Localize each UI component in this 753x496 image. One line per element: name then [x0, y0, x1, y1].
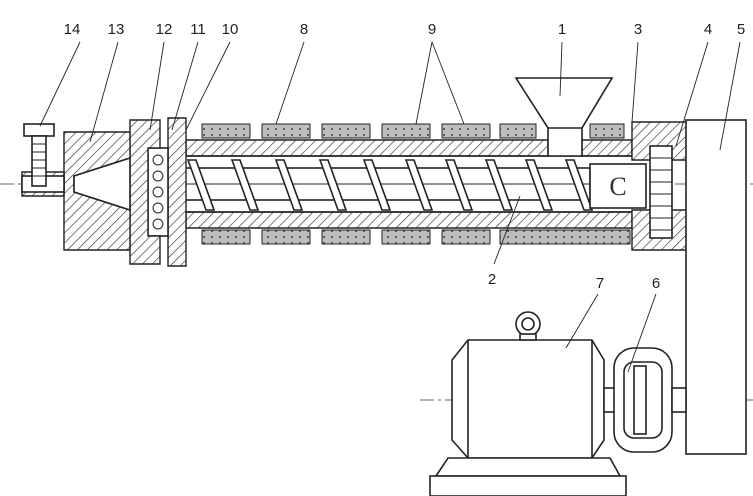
- motor: [429, 311, 627, 496]
- screw-flights: [186, 159, 594, 211]
- gearbox: [685, 119, 747, 455]
- heater-bottom-5: [441, 229, 491, 245]
- heater-bottom-2: [261, 229, 311, 245]
- label-10: 10: [222, 21, 239, 38]
- heater-bands: [201, 123, 631, 245]
- heater-top-3: [321, 123, 371, 139]
- leader-lines: [39, 41, 741, 373]
- label-2: 2: [488, 271, 496, 288]
- label-12: 12: [156, 21, 173, 38]
- heater-top-1: [201, 123, 251, 139]
- heater-bottom-3: [321, 229, 371, 245]
- head-flange: [129, 119, 161, 265]
- screw: C: [171, 159, 647, 211]
- bolt: [23, 123, 55, 187]
- label-14: 14: [64, 21, 81, 38]
- label-6: 6: [652, 275, 660, 292]
- heater-top-5: [441, 123, 491, 139]
- heater-top-2: [261, 123, 311, 139]
- thrust-bearing: [649, 145, 673, 239]
- label-11: 11: [190, 21, 206, 38]
- heater-top-4: [381, 123, 431, 139]
- heater-bottom-4: [381, 229, 431, 245]
- breaker-plate: [147, 117, 187, 267]
- label-7: 7: [596, 275, 604, 292]
- screw-shank: [589, 163, 647, 209]
- heater-top-7: [589, 123, 625, 139]
- label-1: 1: [558, 21, 566, 38]
- label-8: 8: [300, 21, 308, 38]
- coupling: [603, 347, 687, 453]
- label-3: 3: [634, 21, 642, 38]
- heater-bottom-1: [201, 229, 251, 245]
- hopper: [514, 77, 614, 157]
- svg-text:C: C: [609, 172, 626, 201]
- label-9: 9: [428, 21, 436, 38]
- label-4: 4: [704, 21, 712, 38]
- heater-bottom-6: [499, 229, 631, 245]
- label-5: 5: [737, 21, 745, 38]
- die-head: [21, 131, 131, 251]
- heater-top-6: [499, 123, 537, 139]
- label-13: 13: [108, 21, 125, 38]
